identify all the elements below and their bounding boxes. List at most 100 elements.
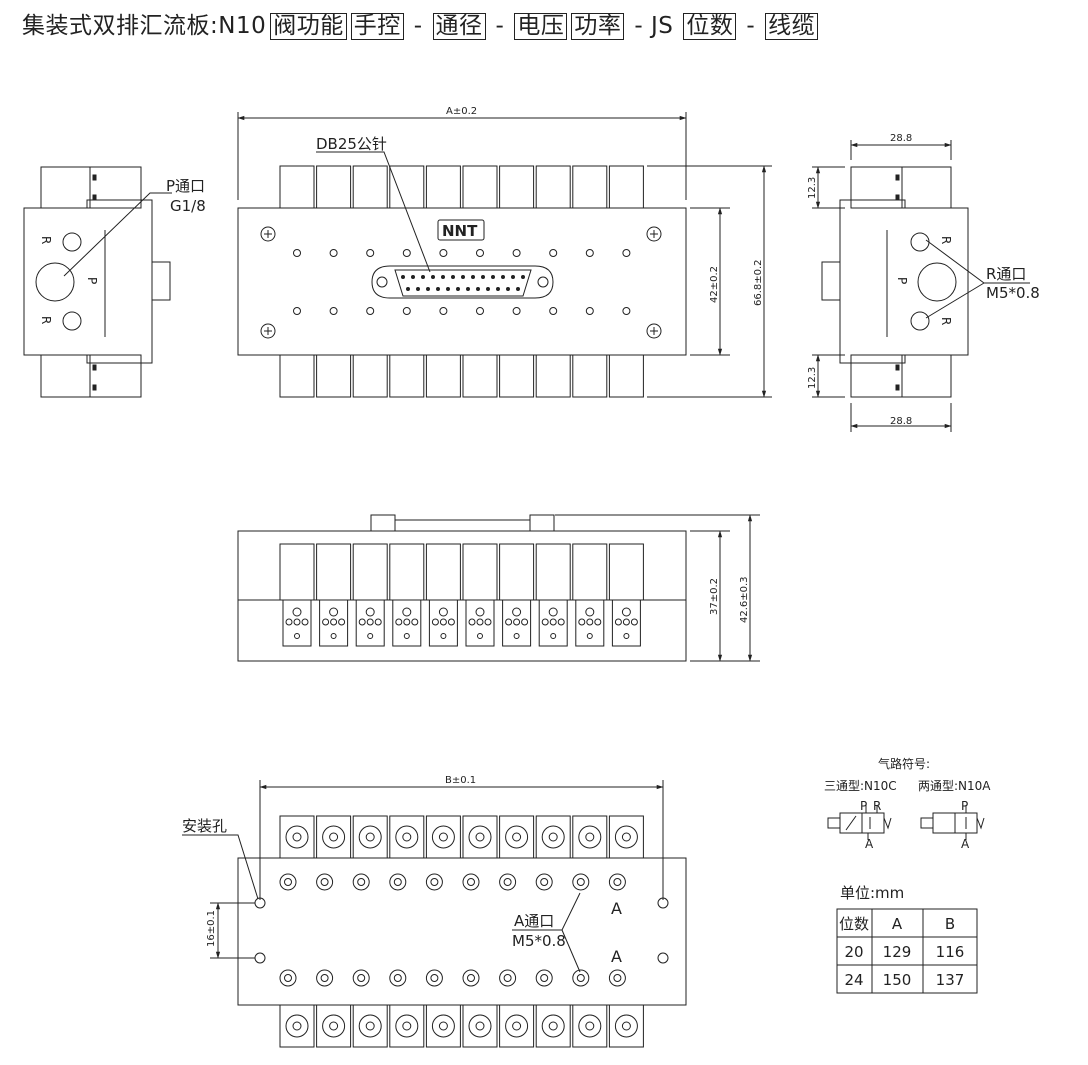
title-part-11: 线缆 bbox=[765, 13, 819, 40]
a-port-inner bbox=[284, 878, 292, 886]
mount-hole-label: 安装孔 bbox=[182, 817, 227, 835]
a-port-inner bbox=[503, 974, 512, 982]
screw-small bbox=[550, 633, 557, 639]
valve-bottom-lower bbox=[608, 1004, 644, 1048]
pin bbox=[436, 287, 440, 291]
a-port bbox=[462, 969, 480, 987]
valve-knob-core bbox=[438, 832, 448, 842]
valve-knob bbox=[614, 1014, 638, 1038]
title-part-3: - bbox=[413, 13, 423, 39]
valve-top-lower bbox=[462, 354, 498, 398]
right-port-thread: M5*0.8 bbox=[986, 284, 1040, 302]
nnt-logo-frame bbox=[437, 219, 485, 241]
title-part-2: 手控 bbox=[350, 13, 404, 40]
three-way-r: R bbox=[873, 799, 881, 813]
valve-top-lower bbox=[352, 354, 388, 398]
port bbox=[594, 618, 602, 626]
a-port-inner bbox=[540, 878, 549, 886]
hole bbox=[512, 249, 521, 257]
pin bbox=[486, 287, 490, 291]
table-header: A bbox=[892, 915, 903, 933]
valve-top-lower bbox=[425, 354, 461, 398]
valve-top-upper bbox=[535, 165, 571, 209]
a-port-inner bbox=[540, 974, 549, 982]
valve-knob-core bbox=[475, 1021, 485, 1031]
valve-top-lower bbox=[316, 354, 352, 398]
pin bbox=[431, 275, 435, 279]
right-dim-288-bottom: 28.8 bbox=[890, 416, 912, 427]
two-way-p: P bbox=[961, 799, 968, 813]
valve-top-lower bbox=[499, 354, 535, 398]
pin bbox=[506, 287, 510, 291]
valve-knob bbox=[505, 1014, 529, 1038]
three-way-p: P bbox=[860, 799, 867, 813]
valve-knob-core bbox=[365, 1021, 375, 1031]
valve-top-upper bbox=[462, 165, 498, 209]
valve-knob bbox=[541, 1014, 565, 1038]
a-port bbox=[425, 873, 443, 891]
a-port-inner bbox=[467, 878, 475, 886]
table-header: 位数 bbox=[839, 915, 869, 933]
symbol-two-way-label: 两通型:N10A bbox=[918, 779, 991, 793]
pin bbox=[481, 275, 485, 279]
a-port-inner bbox=[357, 878, 366, 886]
port bbox=[630, 618, 638, 626]
left-port-label: P通口 bbox=[166, 177, 205, 195]
valve-knob bbox=[578, 1014, 602, 1038]
mounting-screws bbox=[260, 226, 662, 339]
table-cell: 150 bbox=[883, 971, 912, 989]
valve-knob-core bbox=[402, 832, 412, 842]
valve-knob bbox=[431, 1014, 455, 1038]
screw-small bbox=[330, 633, 337, 639]
a-port bbox=[352, 873, 370, 891]
valve-knob-core bbox=[548, 1021, 558, 1031]
pin bbox=[496, 287, 500, 291]
port bbox=[505, 618, 513, 626]
manual-button bbox=[621, 607, 631, 617]
valve-bottom-upper bbox=[535, 815, 571, 859]
valve-knob bbox=[578, 825, 602, 849]
right-r-upper: R bbox=[939, 236, 953, 244]
a-port-inner bbox=[430, 878, 439, 886]
a-port-inner bbox=[576, 974, 585, 982]
a-port bbox=[462, 873, 480, 891]
table-cell: 129 bbox=[883, 943, 912, 961]
a-port-inner bbox=[467, 974, 475, 982]
pin bbox=[471, 275, 475, 279]
a-port-inner bbox=[284, 974, 292, 982]
screw-small bbox=[513, 633, 520, 639]
two-way-a: A bbox=[961, 837, 970, 851]
port bbox=[358, 618, 366, 626]
pin bbox=[401, 275, 405, 279]
screw bbox=[260, 323, 276, 339]
a-port-inner bbox=[320, 974, 329, 982]
valve-knob bbox=[395, 825, 419, 849]
a-port-inner bbox=[357, 974, 366, 982]
screw-small bbox=[440, 633, 447, 639]
title-part-7: 功率 bbox=[571, 13, 625, 40]
top-view bbox=[237, 112, 772, 398]
port bbox=[622, 618, 630, 626]
valve-knob-core bbox=[475, 832, 485, 842]
three-way-a: A bbox=[865, 837, 874, 851]
port bbox=[439, 618, 447, 626]
valve-bottom-upper bbox=[352, 815, 388, 859]
hole bbox=[549, 307, 558, 315]
pin bbox=[411, 275, 415, 279]
hole bbox=[622, 307, 631, 315]
hole bbox=[585, 307, 594, 315]
top-valve-row-lower bbox=[279, 354, 644, 398]
hole bbox=[585, 249, 594, 257]
a-label-lower: A bbox=[611, 947, 622, 966]
valve-knob bbox=[614, 825, 638, 849]
port bbox=[513, 618, 521, 626]
screw-small bbox=[586, 633, 593, 639]
hole bbox=[622, 249, 631, 257]
manifold-body-top bbox=[237, 207, 687, 356]
a-port bbox=[535, 873, 553, 891]
valve-base bbox=[319, 599, 349, 647]
valve-top-lower bbox=[279, 354, 315, 398]
hole bbox=[439, 307, 448, 315]
title-part-1: 阀功能 bbox=[270, 13, 347, 40]
